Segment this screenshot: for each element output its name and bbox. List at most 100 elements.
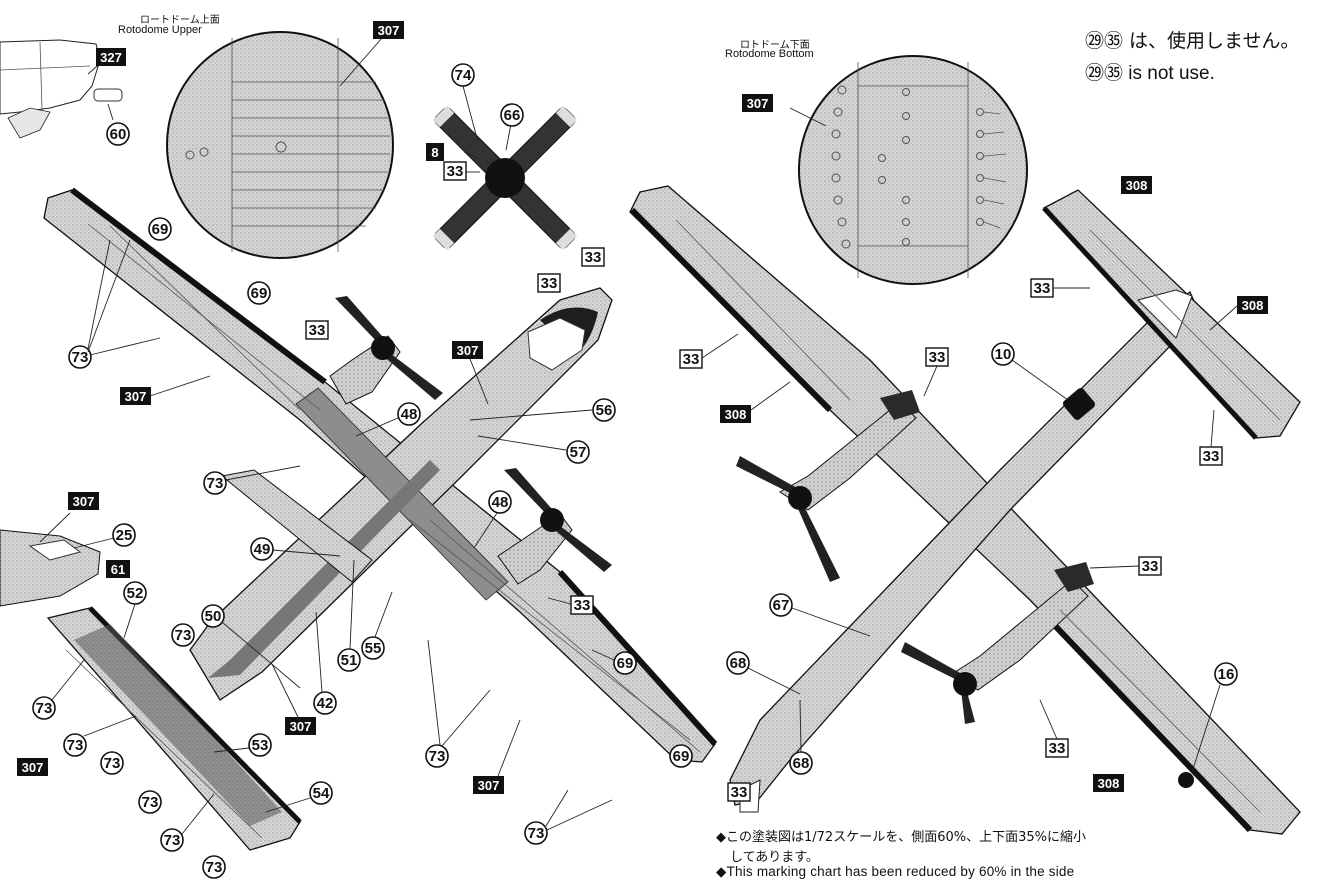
svg-text:307: 307 <box>478 778 500 793</box>
paint-box-307-a: 307 <box>120 387 151 405</box>
callout-48-b: 48 <box>488 490 512 514</box>
callout-49: 49 <box>250 537 274 561</box>
callout-69-b: 69 <box>247 281 271 305</box>
svg-text:57: 57 <box>570 444 587 461</box>
svg-text:73: 73 <box>206 859 223 876</box>
callout-42: 42 <box>313 691 337 715</box>
paint-box-308-a: 308 <box>1121 176 1152 194</box>
svg-text:33: 33 <box>683 351 700 368</box>
svg-text:48: 48 <box>492 494 509 511</box>
svg-text:16: 16 <box>1218 666 1235 683</box>
svg-text:68: 68 <box>793 755 810 772</box>
svg-text:33: 33 <box>541 275 558 292</box>
svg-text:307: 307 <box>22 760 44 775</box>
callout-57: 57 <box>566 440 590 464</box>
paint-box-307-e: 307 <box>68 492 99 510</box>
svg-text:33: 33 <box>447 163 464 180</box>
unused-decals-note-ja: ㉙㉟ は、使用しません。 <box>1085 30 1300 52</box>
callout-67: 67 <box>769 593 793 617</box>
svg-text:66: 66 <box>504 107 521 124</box>
callout-73-f: 73 <box>32 696 56 720</box>
paint-box-308-d: 308 <box>1093 774 1124 792</box>
callout-48-a: 48 <box>397 402 421 426</box>
paint-box-308-c: 308 <box>720 405 751 423</box>
label-33-f: 33 <box>925 347 949 367</box>
callout-69-c: 69 <box>613 651 637 675</box>
svg-text:73: 73 <box>104 755 121 772</box>
scale-note-ja-line1: ◆この塗装図は1/72スケールを、側面60%、上下面35%に縮小 <box>716 830 1086 845</box>
callout-53: 53 <box>248 733 272 757</box>
svg-text:33: 33 <box>574 597 591 614</box>
svg-text:33: 33 <box>929 349 946 366</box>
svg-text:69: 69 <box>673 748 690 765</box>
callout-54: 54 <box>309 781 333 805</box>
propeller-detail <box>432 85 578 251</box>
svg-text:73: 73 <box>528 825 545 842</box>
label-33-d: 33 <box>570 595 594 615</box>
svg-text:8: 8 <box>431 145 438 160</box>
svg-text:33: 33 <box>1049 740 1066 757</box>
callout-52: 52 <box>123 581 147 605</box>
rotodome-bottom <box>789 55 1028 285</box>
label-33-a: 33 <box>305 320 329 340</box>
svg-text:49: 49 <box>254 541 271 558</box>
svg-text:69: 69 <box>251 285 268 302</box>
paint-box-327: 327 <box>96 48 126 66</box>
callout-60: 60 <box>106 122 130 146</box>
callout-73-i: 73 <box>138 790 162 814</box>
callout-69-d: 69 <box>669 744 693 768</box>
svg-text:33: 33 <box>1142 558 1159 575</box>
side-view-fragment-left <box>0 512 115 607</box>
callout-10: 10 <box>991 342 1015 366</box>
svg-text:25: 25 <box>116 527 133 544</box>
callout-73-c: 73 <box>425 744 449 768</box>
svg-text:74: 74 <box>455 67 472 84</box>
svg-text:73: 73 <box>175 627 192 644</box>
label-33-propeller: 33 <box>443 161 467 181</box>
svg-text:308: 308 <box>1242 298 1264 313</box>
svg-text:73: 73 <box>207 475 224 492</box>
paint-box-307-b: 307 <box>452 341 483 359</box>
svg-text:73: 73 <box>72 349 89 366</box>
svg-text:308: 308 <box>1098 776 1120 791</box>
callout-56: 56 <box>592 398 616 422</box>
svg-text:48: 48 <box>401 406 418 423</box>
callout-73-h: 73 <box>100 751 124 775</box>
callout-73-g: 73 <box>63 733 87 757</box>
paint-box-308-b: 308 <box>1237 296 1268 314</box>
svg-text:69: 69 <box>152 221 169 238</box>
svg-text:60: 60 <box>110 126 127 143</box>
callout-25: 25 <box>112 523 136 547</box>
svg-text:52: 52 <box>127 585 144 602</box>
aircraft-bottom-view <box>629 185 1301 835</box>
svg-text:308: 308 <box>1126 178 1148 193</box>
label-33-i: 33 <box>1138 556 1162 576</box>
rotodome-bottom-title-en: Rotodome Bottom <box>725 48 814 60</box>
svg-text:50: 50 <box>205 608 222 625</box>
label-33-j: 33 <box>1045 738 1069 758</box>
svg-text:61: 61 <box>111 562 125 577</box>
rotodome-upper-title-ja: ロートドーム上面 <box>140 15 220 26</box>
rotodome-upper <box>166 31 394 259</box>
svg-text:308: 308 <box>725 407 747 422</box>
svg-text:53: 53 <box>252 737 269 754</box>
svg-text:73: 73 <box>429 748 446 765</box>
svg-text:73: 73 <box>164 832 181 849</box>
label-33-e: 33 <box>1030 278 1054 298</box>
svg-text:307: 307 <box>378 23 400 38</box>
paint-box-307-d: 307 <box>473 776 504 794</box>
callout-66: 66 <box>500 103 524 127</box>
svg-text:69: 69 <box>617 655 634 672</box>
aircraft-top-view <box>43 187 718 763</box>
callout-73-e: 73 <box>171 623 195 647</box>
label-33-c: 33 <box>581 247 605 267</box>
svg-text:327: 327 <box>100 50 122 65</box>
svg-text:56: 56 <box>596 402 613 419</box>
svg-text:54: 54 <box>313 785 330 802</box>
callout-73-k: 73 <box>202 855 226 879</box>
svg-text:42: 42 <box>317 695 334 712</box>
svg-text:73: 73 <box>36 700 53 717</box>
paint-box-307-rotodome-bottom: 307 <box>742 94 773 112</box>
rotodome-bottom-title-ja: ロトドーム下面 <box>740 40 810 51</box>
svg-text:67: 67 <box>773 597 790 614</box>
